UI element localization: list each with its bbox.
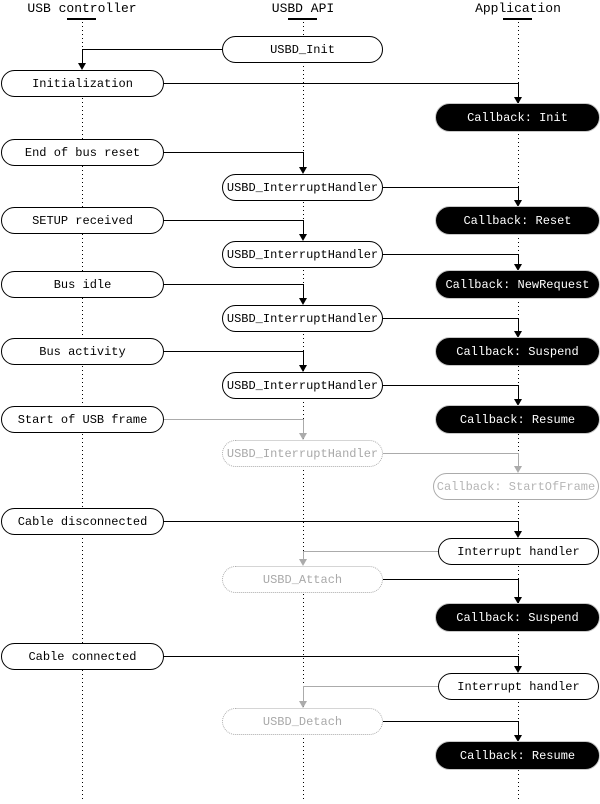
connector-line-inactive [383, 453, 518, 454]
arrowhead-icon [299, 433, 307, 440]
arrowhead-icon [514, 331, 522, 338]
node-interrupt-handler-2: Interrupt handler [438, 673, 599, 700]
node-usbd-init: USBD_Init [222, 36, 383, 63]
node-usbd-interrupthandler-inactive: USBD_InterruptHandler [222, 440, 383, 467]
connector-line [303, 284, 304, 299]
connector-line-inactive [303, 551, 304, 560]
connector-line [383, 579, 518, 580]
node-usbd-attach-inactive: USBD_Attach [222, 566, 383, 593]
arrowhead-icon [514, 264, 522, 271]
connector-line [383, 721, 518, 722]
connector-line-inactive [303, 419, 304, 434]
connector-line [82, 49, 83, 64]
arrowhead-icon [514, 597, 522, 604]
node-callback-suspend-2: Callback: Suspend [436, 604, 599, 631]
arrowhead-icon [299, 298, 307, 305]
node-initialization: Initialization [1, 70, 164, 97]
column-underline [503, 18, 532, 20]
node-usbd-interrupthandler-4: USBD_InterruptHandler [222, 372, 383, 399]
node-end-of-bus-reset: End of bus reset [1, 139, 164, 166]
arrowhead-icon [514, 399, 522, 406]
connector-line [518, 318, 519, 332]
arrowhead-icon [514, 666, 522, 673]
node-callback-reset: Callback: Reset [436, 207, 599, 234]
node-bus-idle: Bus idle [1, 271, 164, 298]
connector-line [518, 521, 519, 532]
connector-line [163, 284, 303, 285]
connector-line [383, 318, 518, 319]
node-interrupt-handler-1: Interrupt handler [438, 538, 599, 565]
node-bus-activity: Bus activity [1, 338, 164, 365]
arrowhead-icon [514, 531, 522, 538]
node-callback-suspend-1: Callback: Suspend [436, 338, 599, 365]
node-callback-resume-1: Callback: Resume [436, 406, 599, 433]
arrowhead-icon [514, 200, 522, 207]
arrowhead-icon [299, 701, 307, 708]
connector-line [163, 656, 518, 657]
connector-line [518, 385, 519, 400]
arrowhead-icon [299, 234, 307, 241]
connector-line-inactive [518, 453, 519, 467]
arrowhead-icon [299, 365, 307, 372]
column-header-usbd-api: USBD API [271, 1, 335, 16]
column-underline [288, 18, 317, 20]
connector-line-inactive [303, 686, 304, 702]
node-usbd-interrupthandler-2: USBD_InterruptHandler [222, 241, 383, 268]
node-callback-newrequest: Callback: NewRequest [436, 271, 599, 298]
connector-line [303, 351, 304, 366]
connector-line [163, 351, 303, 352]
arrowhead-icon [514, 735, 522, 742]
lifeline-usbd-api [303, 22, 304, 800]
connector-line [518, 187, 519, 201]
arrowhead-icon [78, 63, 86, 70]
connector-line [383, 187, 518, 188]
connector-line [518, 656, 519, 667]
connector-line [518, 579, 519, 598]
node-cable-disconnected: Cable disconnected [1, 508, 164, 535]
column-header-usb-controller: USB controller [27, 1, 137, 16]
node-callback-resume-2: Callback: Resume [436, 742, 599, 769]
column-header-application: Application [475, 1, 561, 16]
node-start-of-usb-frame: Start of USB frame [1, 406, 164, 433]
node-callback-init: Callback: Init [436, 104, 599, 131]
connector-line-inactive [303, 551, 438, 552]
connector-line [383, 254, 518, 255]
node-callback-startofframe-inactive: Callback: StartOfFrame [433, 473, 599, 500]
node-usbd-interrupthandler-3: USBD_InterruptHandler [222, 305, 383, 332]
connector-line [163, 220, 303, 221]
arrowhead-icon [514, 466, 522, 473]
connector-line [82, 49, 222, 50]
connector-line [163, 83, 518, 84]
connector-line [383, 385, 518, 386]
node-setup-received: SETUP received [1, 207, 164, 234]
node-usbd-detach-inactive: USBD_Detach [222, 708, 383, 735]
connector-line [163, 152, 303, 153]
node-usbd-interrupthandler-1: USBD_InterruptHandler [222, 174, 383, 201]
node-cable-connected: Cable connected [1, 643, 164, 670]
connector-line-inactive [303, 686, 438, 687]
connector-line [518, 83, 519, 98]
arrowhead-icon [299, 167, 307, 174]
arrowhead-icon [299, 559, 307, 566]
column-underline [67, 18, 96, 20]
connector-line [518, 721, 519, 736]
connector-line [518, 254, 519, 265]
arrowhead-icon [514, 97, 522, 104]
connector-line [303, 220, 304, 235]
connector-line-inactive [163, 419, 303, 420]
connector-line [163, 521, 518, 522]
connector-line [303, 152, 304, 168]
